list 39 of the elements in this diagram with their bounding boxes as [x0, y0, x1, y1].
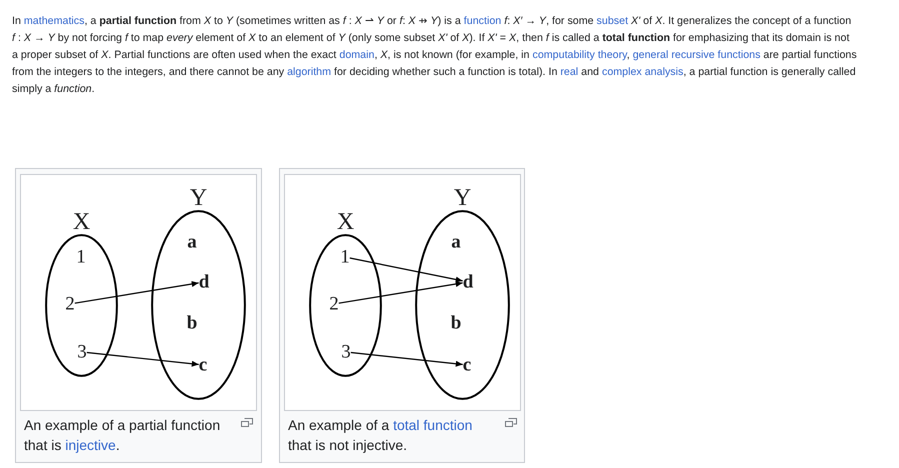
element-label: a [187, 232, 197, 252]
link: function [464, 15, 502, 27]
element-label: 3 [77, 342, 87, 362]
element-label: b [186, 314, 198, 332]
element-label: 2 [329, 294, 339, 314]
element-label: c [462, 356, 472, 374]
link: domain [339, 49, 374, 61]
link: algorithm [287, 66, 332, 78]
arrow [74, 281, 199, 304]
link: total function [393, 417, 472, 433]
link: real [560, 66, 578, 78]
figure-frame [279, 168, 525, 463]
link: complex analysis [602, 66, 684, 78]
set-label: X [72, 210, 90, 234]
link: computability theory [532, 49, 627, 61]
element-label: b [450, 314, 462, 332]
figure-caption: An example of a partial function that is injective. [24, 416, 222, 455]
link: injective [65, 437, 116, 453]
figure-frame [15, 168, 262, 463]
element-label: 3 [341, 342, 351, 362]
element-label: d [462, 272, 474, 292]
arrow [350, 352, 463, 367]
element-label: 2 [65, 294, 75, 314]
arrow [86, 352, 199, 367]
paragraph-text: In mathematics, a partial function from X to Y (sometimes written as f : X ⇀ Y or f: X ⇸ Y) is a function f: X′ → Y, for some subset X' of X. It generalizes the concept of a function f : X → Y by not forcing f to map every element of X to an element of Y (only some subset X' of X). If X' = X, then f is called a total function for emphasizing that its domain is not a proper subset of X. Partial functions are often used when the exact domain, X, is not known (for example, in computability theory, general recursive functions are partial functions from the integers to the integers, and there cannot be any algorithm for deciding whether such a function is total). In real and complex analysis, a partial function is generally called simply a function. [12, 14, 857, 97]
figure-caption: An example of a total function that is not injective. [288, 416, 474, 455]
arrow [350, 257, 463, 282]
arrow [338, 281, 463, 304]
set-label: Y [190, 186, 208, 210]
link: subset [596, 15, 628, 27]
set-label: X [336, 210, 354, 234]
element-label: 1 [76, 248, 86, 266]
element-label: a [451, 232, 461, 252]
element-label: d [198, 272, 210, 292]
link: mathematics [24, 15, 84, 27]
element-label: c [198, 356, 208, 374]
link: general recursive functions [632, 49, 760, 61]
set-label: Y [454, 186, 472, 210]
element-label: 1 [340, 248, 350, 266]
